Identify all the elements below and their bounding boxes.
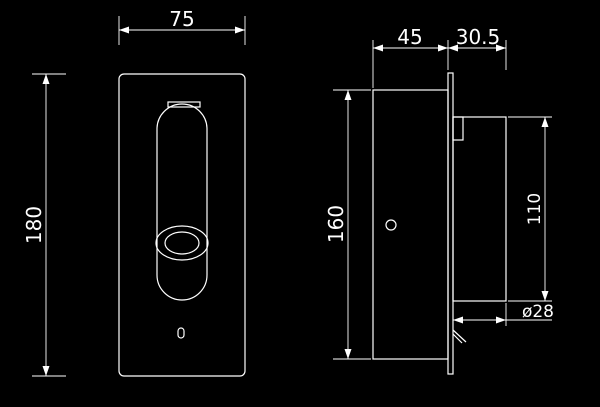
- body-outline: [372, 89, 449, 360]
- switch-icon: [177, 327, 185, 339]
- face-plate: [447, 72, 454, 375]
- body-height-label: 160: [324, 205, 348, 243]
- head-label: 30.5: [456, 25, 501, 49]
- diameter-label: ø28: [522, 302, 554, 322]
- lamp-head-outer: [155, 225, 209, 261]
- hinge-block: [452, 116, 464, 141]
- width-label: 75: [169, 7, 194, 31]
- lamp-head: [452, 116, 507, 302]
- clip-lower: [452, 333, 463, 344]
- switch-icon: [385, 219, 397, 231]
- height-label: 180: [22, 206, 46, 244]
- arm-top-cap: [167, 101, 201, 108]
- front-view: 75 180: [22, 7, 246, 377]
- clip-upper: [452, 329, 467, 343]
- head-height-label: 110: [525, 193, 545, 225]
- lamp-head-inner: [164, 231, 200, 255]
- depth-label: 45: [397, 25, 422, 49]
- lamp-arm: [156, 103, 208, 301]
- wall-plate-outline: [118, 73, 246, 377]
- side-view: 45 30.5 160 110 ø28: [324, 25, 554, 375]
